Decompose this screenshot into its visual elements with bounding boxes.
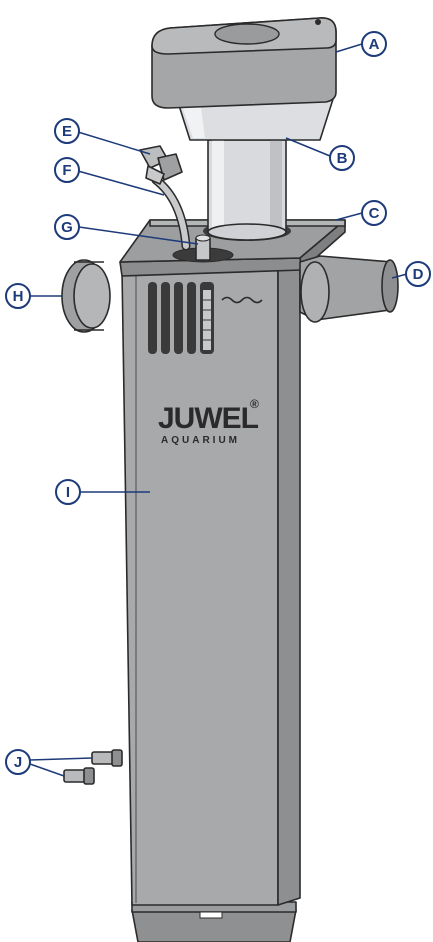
svg-text:E: E	[62, 123, 72, 140]
reaction-cup	[175, 95, 335, 241]
logo-sub: AQUARIUM	[161, 435, 240, 446]
callout-f: F	[54, 157, 80, 183]
callout-j: J	[5, 749, 31, 775]
callout-a: A	[361, 31, 387, 57]
lid	[151, 17, 337, 109]
callout-e: E	[54, 118, 80, 144]
logo-registered-mark: ®	[250, 397, 259, 411]
callout-b: B	[329, 145, 355, 171]
callout-d: D	[405, 261, 431, 287]
water-level-wave	[221, 296, 263, 304]
housing	[119, 257, 303, 942]
callouts: A B C D E F	[5, 31, 431, 777]
svg-text:A: A	[369, 36, 380, 53]
air-valve	[139, 145, 183, 185]
outlet-pipe	[299, 255, 399, 323]
svg-text:F: F	[62, 162, 71, 179]
air-intake	[195, 234, 211, 261]
svg-text:B: B	[337, 150, 348, 167]
svg-text:D: D	[413, 266, 424, 283]
water-slots	[148, 282, 214, 354]
juwel-logo: JUWEL ® AQUARIUM	[158, 397, 260, 446]
callout-c: C	[361, 200, 387, 226]
top-cover	[119, 219, 346, 271]
svg-text:J: J	[14, 754, 22, 771]
svg-text:I: I	[66, 484, 70, 501]
bayonet-ring	[61, 259, 111, 333]
callout-g: G	[54, 214, 80, 240]
end-plugs	[63, 749, 123, 785]
logo-word: JUWEL	[158, 402, 259, 435]
callout-h: H	[5, 283, 31, 309]
svg-text:H: H	[13, 288, 24, 305]
svg-text:C: C	[369, 205, 380, 222]
svg-text:G: G	[61, 219, 73, 236]
callout-i: I	[55, 479, 81, 505]
